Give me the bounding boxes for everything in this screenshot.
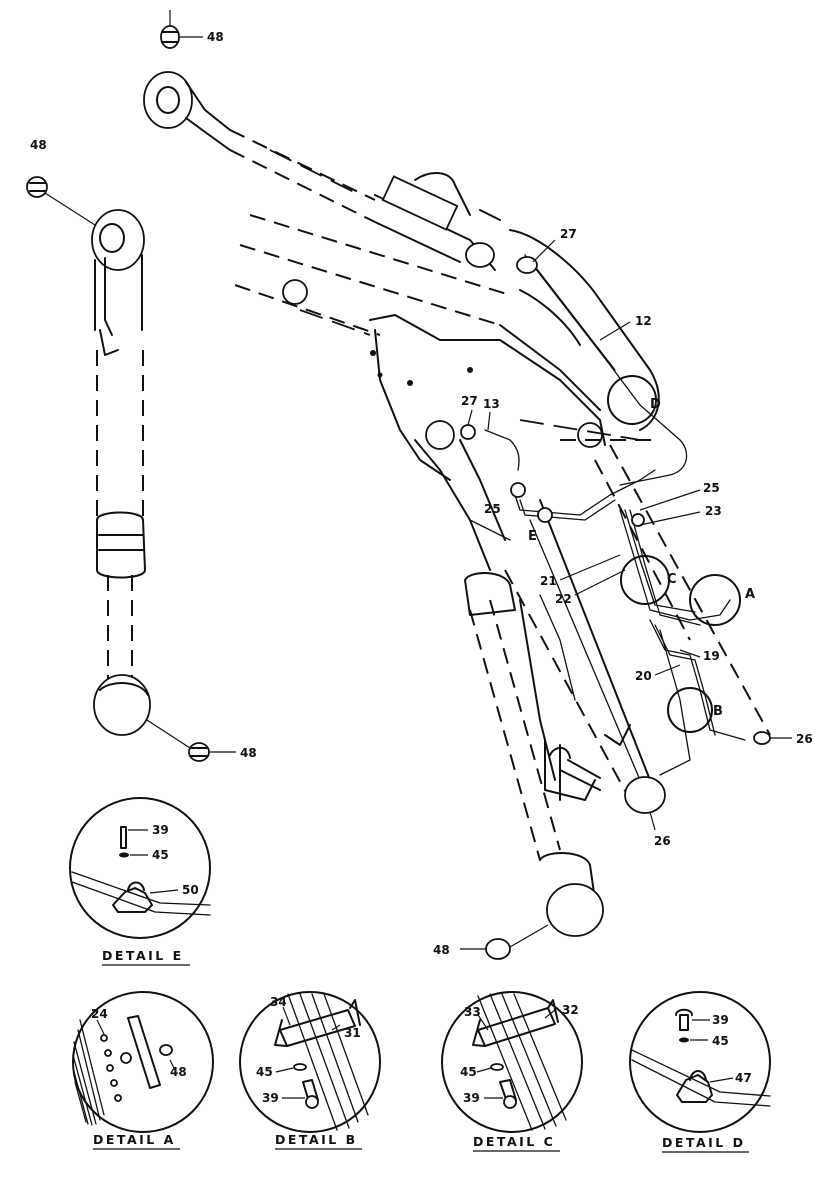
detail-a-part-48: 48: [170, 1065, 187, 1079]
callout-27-top: 27: [560, 227, 577, 241]
detail-b-part-39: 39: [262, 1091, 279, 1105]
detail-d-part-39: 39: [712, 1013, 729, 1027]
detail-a-circle: [689, 574, 741, 626]
callout-labels: 48 48 48 48 27 12 27 13 25 25 23 21 22 2…: [30, 30, 813, 957]
callout-48-left: 48: [30, 138, 47, 152]
top-cylinder: [143, 71, 501, 271]
detail-b-part-31: 31: [344, 1026, 361, 1040]
main-boom: [234, 214, 771, 801]
detail-b-title: DETAIL B: [275, 1132, 358, 1147]
detail-e-part-39: 39: [152, 823, 169, 837]
callout-26-right: 26: [796, 732, 813, 746]
detail-e-part-45: 45: [152, 848, 169, 862]
detail-c-part-32: 32: [562, 1003, 579, 1017]
detail-e-title: DETAIL E: [102, 948, 184, 963]
detail-reference-circles: [460, 256, 771, 814]
view-letter-b: B: [713, 704, 723, 719]
callout-25-right: 25: [703, 481, 720, 495]
callout-21: 21: [540, 574, 557, 588]
detail-c-part-33: 33: [464, 1005, 481, 1019]
detail-e-part-50: 50: [182, 883, 199, 897]
detail-b-part-45: 45: [256, 1065, 273, 1079]
view-letter-a: A: [745, 587, 755, 602]
detail-b-part-34: 34: [270, 995, 287, 1009]
callout-22: 22: [555, 592, 572, 606]
leader-lines: [44, 10, 792, 950]
view-letter-d: D: [650, 397, 661, 412]
callout-48-bottom: 48: [433, 943, 450, 957]
callout-26-bottom: 26: [654, 834, 671, 848]
detail-c-title: DETAIL C: [473, 1134, 555, 1149]
callout-13: 13: [483, 397, 500, 411]
detail-e: 39 45 50 DETAIL E: [69, 797, 211, 966]
callout-48-mid: 48: [240, 746, 257, 760]
detail-a-title: DETAIL A: [93, 1132, 176, 1147]
detail-b: 34 31 45 39 DETAIL B: [239, 991, 381, 1150]
detail-c: 33 32 45 39 DETAIL C: [441, 991, 583, 1152]
detail-b-circle: [667, 687, 713, 733]
cap-parts: [26, 25, 511, 960]
callout-48-top: 48: [207, 30, 224, 44]
detail-c-part-45: 45: [460, 1065, 477, 1079]
hydraulic-lines: [469, 254, 746, 776]
callout-25-left: 25: [484, 502, 501, 516]
detail-a: 24 48 DETAIL A: [72, 991, 214, 1150]
detail-d-title: DETAIL D: [662, 1135, 746, 1150]
callout-20: 20: [635, 669, 652, 683]
callout-27-mid: 27: [461, 394, 478, 408]
callout-12: 12: [635, 314, 652, 328]
detail-d-part-45: 45: [712, 1034, 729, 1048]
detail-c-part-39: 39: [463, 1091, 480, 1105]
detail-c-circle: [620, 555, 670, 605]
detail-d-part-47: 47: [735, 1071, 752, 1085]
view-letter-c: C: [667, 572, 677, 587]
callout-23: 23: [705, 504, 722, 518]
detail-d-circle: [607, 375, 657, 425]
detail-a-part-24: 24: [91, 1007, 108, 1021]
detail-d: 39 45 47 DETAIL D: [629, 991, 771, 1153]
left-cylinder: [91, 209, 151, 736]
callout-19: 19: [703, 649, 720, 663]
arm: [414, 439, 604, 937]
view-letter-e: E: [528, 529, 537, 544]
